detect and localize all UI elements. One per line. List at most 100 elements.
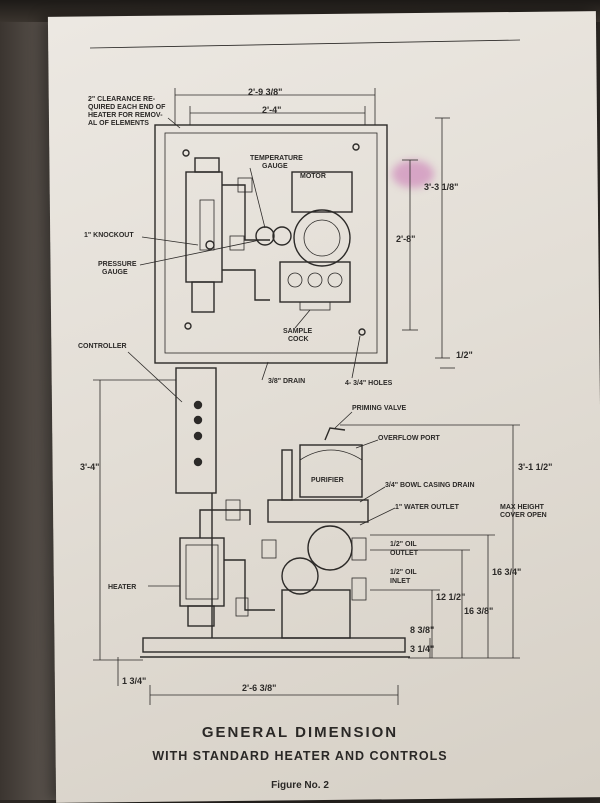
purifier-bowl xyxy=(293,209,351,267)
figure-title: GENERAL DIMENSION xyxy=(201,724,399,741)
pipe-fitting xyxy=(235,597,249,617)
clearance-note-line-2: QUIRED EACH END OF xyxy=(88,104,166,111)
pump-port xyxy=(287,272,303,288)
pump-port xyxy=(327,272,343,288)
purifier-bowl-inner xyxy=(303,219,341,257)
priming-valve-handle xyxy=(324,427,346,441)
leader-line xyxy=(127,351,183,403)
controller-knob xyxy=(193,431,203,441)
heater-element xyxy=(199,199,215,251)
figure-number: Figure No. 2 xyxy=(271,780,329,791)
pressure-gauge-label-1: PRESSURE xyxy=(98,261,137,268)
pipe xyxy=(199,509,251,538)
pump-pedestal xyxy=(281,589,351,639)
heater-tank xyxy=(179,537,225,607)
controller-label: CONTROLLER xyxy=(78,343,127,350)
leader-line xyxy=(334,411,353,429)
motor-label: MOTOR xyxy=(300,173,326,180)
mounting-hole xyxy=(182,149,190,157)
temperature-gauge-label-1: TEMPERATURE xyxy=(250,155,303,162)
leader-line xyxy=(139,239,261,266)
heater-label: HEATER xyxy=(108,584,136,591)
leader-line xyxy=(141,236,199,246)
purifier-cover-top xyxy=(299,449,363,461)
dim-1-3-4: 1 3/4" xyxy=(122,676,146,686)
oil-outlet-label-2: OUTLET xyxy=(390,550,419,557)
pipe-fitting xyxy=(225,499,241,521)
mounting-hole xyxy=(184,322,192,330)
dim-3-1-4: 3 1/4" xyxy=(410,644,434,654)
clearance-note-line-4: AL OF ELEMENTS xyxy=(88,120,149,127)
mounting-hole xyxy=(358,328,366,336)
side-view: CONTROLLER PRIMING VALVE OVERFLOW PORT P… xyxy=(78,343,552,705)
controller-knob xyxy=(193,400,203,410)
controller-knob xyxy=(193,457,203,467)
heater-base xyxy=(191,281,215,313)
heater-cap xyxy=(194,157,220,173)
overflow-pipe xyxy=(281,449,293,501)
leader-line xyxy=(359,507,396,526)
controller-knob xyxy=(193,415,203,425)
leader-line xyxy=(167,117,181,129)
max-height-label-2: COVER OPEN xyxy=(500,512,547,519)
drain-label: 3/8" DRAIN xyxy=(268,378,305,385)
oil-outlet-port xyxy=(351,537,367,561)
oil-inlet-label-2: INLET xyxy=(390,578,411,585)
dim-8-3-8: 8 3/8" xyxy=(410,625,434,635)
pipe-fitting xyxy=(261,539,277,559)
pressure-gauge-label-2: GAUGE xyxy=(102,269,128,276)
dim-overall-height: 3'-3 1/8" xyxy=(424,182,458,192)
clearance-note-line-1: 2" CLEARANCE RE- xyxy=(88,96,156,103)
holes-label: 4- 3/4" HOLES xyxy=(345,380,393,387)
dim-controller-height: 3'-4" xyxy=(80,462,99,472)
motor-housing xyxy=(291,171,353,213)
sheet-border-line xyxy=(89,39,521,49)
leader-line xyxy=(249,167,266,229)
leader-line xyxy=(294,309,311,329)
controller-box xyxy=(175,367,217,494)
max-height-label-1: MAX HEIGHT xyxy=(500,504,545,511)
knockout-circle xyxy=(205,240,215,250)
figure-subtitle: WITH STANDARD HEATER AND CONTROLS xyxy=(152,749,448,763)
dim-inner-height: 2'-8" xyxy=(396,234,415,244)
purifier-cover xyxy=(299,444,363,498)
pressure-gauge-icon xyxy=(272,226,292,246)
pipe xyxy=(222,184,270,241)
leader-line xyxy=(359,486,386,503)
bowl-casing-drain-label: 3/4" BOWL CASING DRAIN xyxy=(385,482,475,489)
dim-overall-width: 2'-9 3/8" xyxy=(248,87,282,97)
dim-16-3-8: 16 3/8" xyxy=(464,606,493,616)
sample-cock-valve xyxy=(299,301,331,311)
oil-outlet-label-1: 1/2" OIL xyxy=(390,541,417,548)
heater-body xyxy=(185,171,223,283)
pipe-fitting xyxy=(237,177,253,193)
sample-cock-label-2: COCK xyxy=(288,336,309,343)
pump-body xyxy=(279,261,351,303)
dim-max-height: 3'-1 1/2" xyxy=(518,462,552,472)
pipe xyxy=(222,269,270,301)
dim-base-width: 2'-6 3/8" xyxy=(242,683,276,693)
leader-line xyxy=(261,361,269,381)
leader-line xyxy=(351,335,361,379)
knockout-label: 1" KNOCKOUT xyxy=(84,232,134,239)
dim-16-3-4: 16 3/4" xyxy=(492,567,521,577)
water-outlet-label: 1" WATER OUTLET xyxy=(395,504,460,511)
lower-pump-bowl xyxy=(281,557,319,595)
temperature-gauge-label-2: GAUGE xyxy=(262,163,288,170)
clearance-note-line-3: HEATER FOR REMOV- xyxy=(88,112,163,119)
leader-line xyxy=(355,439,379,449)
sample-cock-label-1: SAMPLE xyxy=(283,328,313,335)
dim-edge: 1/2" xyxy=(456,350,473,360)
pipe-fitting xyxy=(229,235,245,251)
purifier-label: PURIFIER xyxy=(311,477,344,484)
purifier-frame xyxy=(267,499,369,523)
priming-valve-label: PRIMING VALVE xyxy=(352,405,407,412)
dim-inner-width: 2'-4" xyxy=(262,105,281,115)
overflow-port-label: OVERFLOW PORT xyxy=(378,435,441,442)
temperature-gauge-icon xyxy=(255,226,275,246)
upper-pump-bowl xyxy=(307,525,353,571)
mounting-plate-inner xyxy=(164,132,378,354)
ink-stain xyxy=(392,160,434,188)
oil-inlet-port xyxy=(351,577,367,601)
